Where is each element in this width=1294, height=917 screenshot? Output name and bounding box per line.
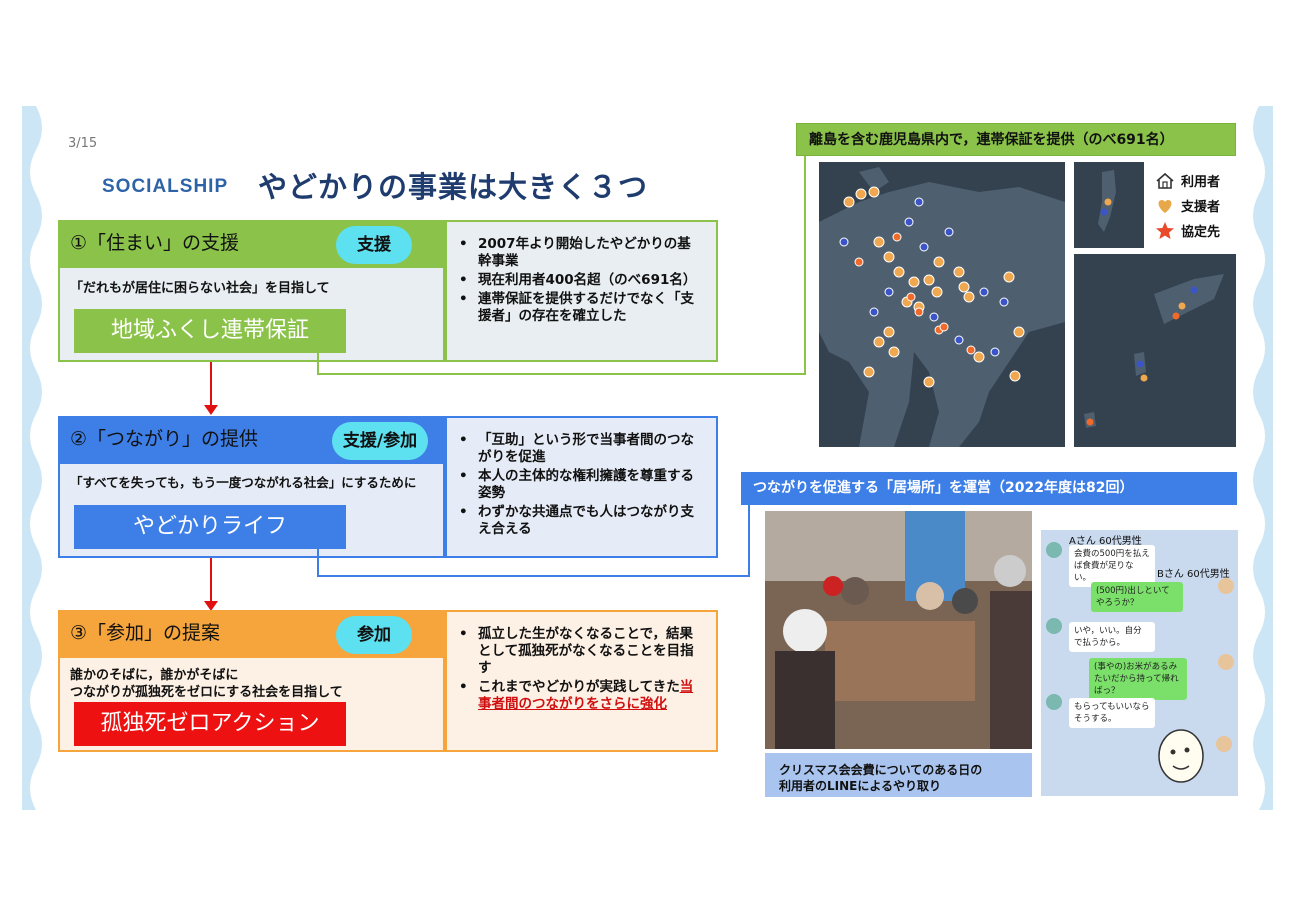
avatar: [1218, 654, 1234, 670]
list-item: これまでやどかりが実践してきた当事者間のつながりをさらに強化: [452, 679, 702, 713]
legend-item: 利用者: [1155, 168, 1220, 193]
socialship-logo: SOCIALSHIP: [102, 176, 229, 197]
island-map-large: [1074, 254, 1236, 447]
section-3-badge: 参加: [336, 616, 412, 654]
christmas-party-photo: [765, 511, 1032, 749]
map-banner: 離島を含む鹿児島県内で，連帯保証を提供（のべ691名）: [796, 123, 1236, 156]
avatar: [1046, 694, 1062, 710]
section-1-badge: 支援: [336, 226, 412, 264]
chat-name-b: Bさん 60代男性: [1157, 569, 1230, 580]
list-item: 連帯保証を提供するだけでなく「支援者」の存在を確立した: [452, 291, 702, 325]
right-wave-border: [1253, 106, 1273, 810]
flow-arrowhead: [204, 405, 218, 415]
slide: 3/15 SOCIALSHIP やどかりの事業は大きく３つ ①「住まい」の支援 …: [22, 106, 1273, 810]
star-icon: [1156, 221, 1174, 239]
avatar: [1046, 618, 1062, 634]
line-chat-screenshot: Aさん 60代男性 会費の500円を払えば食費が足りない。 Bさん 60代男性 …: [1041, 530, 1238, 796]
section-2-bullets: 「互助」という形で当事者間のつながりを促進 本人の主体的な権利擁護を尊重する姿勢…: [452, 432, 702, 540]
section-2-subtitle: 「すべてを失っても，もう一度つながれる社会」にするために: [70, 475, 417, 490]
list-item: 2007年より開始したやどかりの基幹事業: [452, 236, 702, 270]
section-1-bullets: 2007年より開始したやどかりの基幹事業 現在利用者400名超（のべ691名） …: [452, 236, 702, 327]
cartoon-sticker-icon: [1158, 729, 1204, 783]
section-2-program: やどかりライフ: [74, 505, 346, 549]
heart-icon: [1158, 199, 1172, 213]
legend-item: 協定先: [1155, 218, 1220, 243]
flow-arrow: [210, 362, 212, 406]
list-item: わずかな共通点でも人はつながり支え合える: [452, 504, 702, 538]
flow-arrowhead: [204, 601, 218, 611]
section-3-program: 孤独死ゼロアクション: [74, 702, 346, 746]
chat-bubble: いや，いい。自分で払うから。: [1069, 622, 1155, 652]
ibasho-banner: つながりを促進する「居場所」を運営（2022年度は82回）: [741, 472, 1237, 505]
chat-name-a: Aさん 60代男性: [1069, 536, 1142, 547]
list-item: 孤立した生がなくなることで，結果として孤独死がなくなることを目指す: [452, 626, 702, 677]
photo-caption: クリスマス会会費についてのある日の 利用者のLINEによるやり取り: [765, 753, 1032, 797]
map-graphic: [819, 162, 1065, 447]
avatar: [1216, 736, 1232, 752]
legend-item: 支援者: [1155, 193, 1220, 218]
avatar: [1218, 578, 1234, 594]
section-1-subtitle: 「だれもが居住に困らない社会」を目指して: [70, 281, 330, 296]
section-2-badge: 支援/参加: [332, 422, 428, 460]
map-legend: 利用者 支援者 協定先: [1155, 168, 1220, 243]
chat-bubble: (事やの)お米があるみたいだから持って帰ればっ？: [1089, 658, 1187, 700]
avatar: [1046, 542, 1062, 558]
kagoshima-main-map: [819, 162, 1065, 447]
chat-bubble: 会費の500円を払えば食費が足りない。: [1069, 545, 1155, 587]
page-title: やどかりの事業は大きく３つ: [258, 170, 649, 204]
flow-arrow: [210, 558, 212, 602]
house-icon: [1156, 172, 1174, 189]
section-3-bullets: 孤立した生がなくなることで，結果として孤独死がなくなることを目指す これまでやど…: [452, 626, 702, 715]
page-number: 3/15: [68, 136, 98, 151]
left-wave-border: [22, 106, 42, 810]
island-map-small: [1074, 162, 1144, 248]
list-item: 「互助」という形で当事者間のつながりを促進: [452, 432, 702, 466]
list-item: 現在利用者400名超（のべ691名）: [452, 272, 702, 289]
section-3-subtitle-line-1: 誰かのそばに，誰かがそばに: [70, 668, 239, 683]
chat-bubble: もらってもいいならそうする。: [1069, 698, 1155, 728]
section-1-program: 地域ふくし連帯保証: [74, 309, 346, 353]
section-3-subtitle-line-2: つながりが孤独死をゼロにする社会を目指して: [70, 685, 343, 700]
chat-bubble: (500円)出しといてやろうか？: [1091, 582, 1183, 612]
highlight-text: 当事者間のつながりをさらに強化: [478, 679, 694, 712]
list-item: 本人の主体的な権利擁護を尊重する姿勢: [452, 468, 702, 502]
